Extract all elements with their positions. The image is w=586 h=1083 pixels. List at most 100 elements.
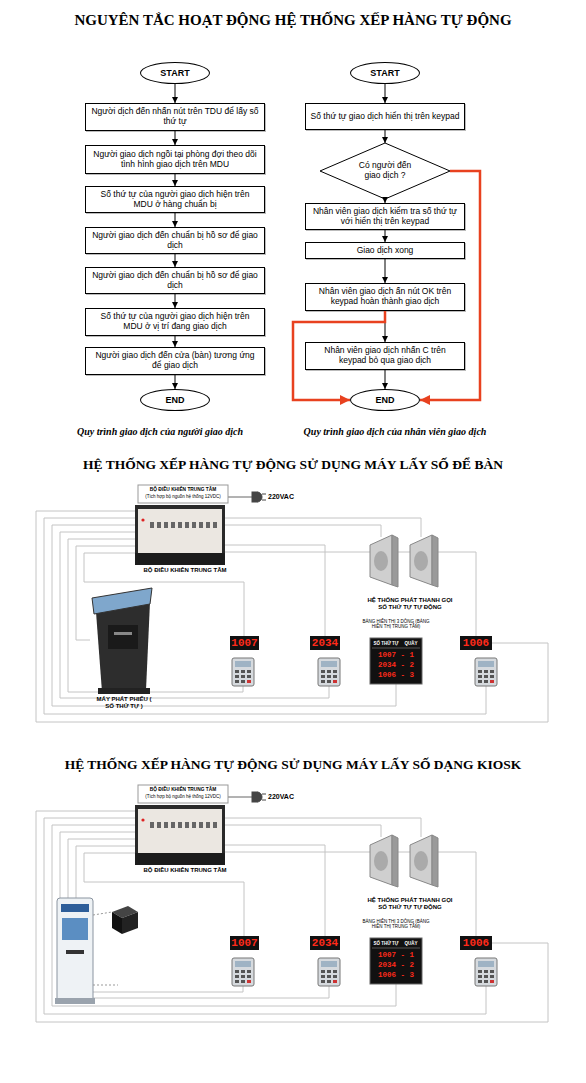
section-heading: HỆ THỐNG XẾP HÀNG TỰ ĐỘNG SỬ DỤNG MÁY LẤ…: [0, 757, 586, 773]
process-box: Người giao dịch đến cửa (bàn) tương ứng …: [85, 347, 265, 375]
ticket-machine: [92, 588, 152, 614]
kiosk: [122, 912, 138, 934]
board-row: 1006 - 3: [372, 671, 420, 680]
column-header: SỐ THỨ TỰ: [371, 641, 401, 646]
decision-diamond: Có người đến giao dịch ?: [320, 143, 450, 199]
ticket-machine: [96, 602, 150, 692]
node-text: Người giao dịch đến chuẩn bị hồ sơ để gi…: [90, 231, 260, 251]
kiosk: [55, 998, 95, 1004]
process-box: Nhân viên giao dịch kiểm tra số thứ tự v…: [305, 203, 465, 230]
flow-arrow: [175, 131, 176, 145]
process-box: Số thứ tự giao dịch hiển thị trên keypad: [305, 103, 465, 130]
ticket-machine: [98, 688, 150, 694]
column-header: QUẦY: [400, 941, 422, 946]
board-row: 1007 - 1: [372, 651, 420, 660]
flow-arrow: [385, 370, 386, 389]
board-row: 1006 - 3: [372, 971, 420, 980]
process-box: Người giao dịch ngồi tại phòng đợi theo …: [85, 145, 265, 174]
terminal-oval: START: [350, 62, 420, 84]
ticket-machine: [92, 588, 152, 694]
column-header: QUẦY: [400, 641, 422, 646]
component-title: BỘ ĐIỀU KHIỂN TRUNG TÂM: [138, 787, 228, 793]
board-row: 2034 - 2: [372, 961, 420, 970]
process-box: Người giao dịch đến chuẩn bị hồ sơ để gi…: [85, 227, 265, 254]
system-b: [36, 785, 548, 1022]
node-text: END: [165, 395, 184, 405]
system-a: [36, 485, 548, 722]
flow-arrow: [175, 375, 176, 389]
board-row: 1007 - 1: [372, 951, 420, 960]
node-text: Số thứ tự của người giao dịch hiện trên …: [90, 312, 260, 332]
process-box: Số thứ tự của người giao dịch hiện trên …: [85, 308, 265, 336]
node-text: END: [375, 395, 394, 405]
column-header: SỐ THỨ TỰ: [371, 941, 401, 946]
power-label: 220VAC: [268, 793, 308, 801]
flow-arrow: [385, 311, 386, 342]
process-box: Giao dịch xong: [305, 242, 465, 259]
node-text: Người dịch đến nhấn nút trên TDU để lấy …: [90, 107, 260, 127]
display-number: 1006: [460, 636, 492, 650]
component-name: BẢNG HIỂN THỊ 3 DÒNG (BẢNG HIỂN THỊ TRUN…: [358, 619, 434, 629]
terminal-oval: END: [140, 389, 210, 411]
component-note: (Tích hợp bộ nguồn hệ thống 12VDC): [138, 794, 228, 799]
component-name: HỆ THỐNG PHÁT THANH GỌI SỐ THỨ TỰ TỰ ĐỘN…: [366, 597, 454, 611]
kiosk: [62, 918, 88, 940]
flow-arrow: [175, 294, 176, 308]
kiosk: [93, 985, 118, 986]
process-box: Người dịch đến nhấn nút trên TDU để lấy …: [85, 103, 265, 131]
process-box: Người giao dịch đến chuẩn bị hồ sơ để gi…: [85, 267, 265, 294]
node-text: START: [370, 68, 399, 78]
flow-arrow: [385, 230, 386, 242]
kiosk: [66, 950, 84, 954]
flow-arrow: [385, 84, 386, 103]
node-text: Có người đến giao dịch ?: [350, 161, 420, 181]
display-number: 1007: [230, 636, 259, 650]
node-text: Giao dịch xong: [357, 246, 414, 256]
ticket-machine: [108, 625, 138, 649]
page-title: NGUYÊN TẮC HOẠT ĐỘNG HỆ THỐNG XẾP HÀNG T…: [0, 12, 586, 29]
terminal-oval: START: [140, 62, 210, 84]
component-name: HỆ THỐNG PHÁT THANH GỌI SỐ THỨ TỰ TỰ ĐỘN…: [366, 897, 454, 911]
kiosk: [55, 898, 138, 1004]
kiosk: [57, 898, 93, 1002]
ticket-machine: [114, 632, 132, 635]
board-row: 2034 - 2: [372, 661, 420, 670]
flow-arrow: [175, 84, 176, 103]
display-number: 2034: [310, 936, 340, 950]
kiosk: [112, 912, 122, 934]
flow-arrow: [175, 254, 176, 267]
display-number: 1006: [460, 936, 492, 950]
display-number: 1007: [230, 936, 259, 950]
process-box: Nhân viên giao dịch nhấn C trên keypad b…: [305, 342, 465, 370]
component-name: BẢNG HIỂN THỊ 3 DÒNG (BẢNG HIỂN THỊ TRUN…: [358, 919, 434, 929]
node-text: Nhân viên giao dịch kiểm tra số thứ tự v…: [310, 207, 460, 227]
process-box: Số thứ tự của người giao dịch hiện trên …: [85, 186, 265, 213]
diamond-outline: [320, 143, 450, 199]
node-text: Người giao dịch ngồi tại phòng đợi theo …: [90, 150, 260, 170]
component-title: BỘ ĐIỀU KHIỂN TRUNG TÂM: [138, 487, 228, 493]
flow-arrow: [385, 259, 386, 283]
component-name: BỘ ĐIỀU KHIỂN TRUNG TÂM: [125, 867, 245, 874]
display-number: 2034: [310, 636, 340, 650]
node-text: START: [160, 68, 189, 78]
component-note: (Tích hợp bộ nguồn hệ thống 12VDC): [138, 494, 228, 499]
flow-arrow: [175, 213, 176, 227]
node-text: Người giao dịch đến cửa (bàn) tương ứng …: [90, 351, 260, 371]
node-text: Người giao dịch đến chuẩn bị hồ sơ để gi…: [90, 271, 260, 291]
kiosk: [61, 904, 89, 912]
process-box: Nhân viên giao dịch ấn nút OK trên keypa…: [305, 283, 465, 311]
node-text: Số thứ tự giao dịch hiển thị trên keypad: [311, 112, 460, 122]
node-text: Nhân viên giao dịch ấn nút OK trên keypa…: [310, 287, 460, 307]
component-name: BỘ ĐIỀU KHIỂN TRUNG TÂM: [125, 567, 245, 574]
section-heading: HỆ THỐNG XẾP HÀNG TỰ ĐỘNG SỬ DỤNG MÁY LẤ…: [0, 457, 586, 473]
flow-arrow: [175, 336, 176, 347]
node-text: Số thứ tự của người giao dịch hiện trên …: [90, 190, 260, 210]
kiosk: [93, 912, 112, 915]
flow-caption: Quy trình giao dịch của người giao dịch: [25, 426, 295, 438]
component-name: MÁY PHÁT PHIẾU ( SỐ THỨ TỰ ): [96, 696, 152, 710]
terminal-oval: END: [350, 389, 420, 411]
flow-caption: Quy trình giao dịch của nhân viên giao d…: [275, 426, 515, 438]
node-text: Nhân viên giao dịch nhấn C trên keypad b…: [310, 346, 460, 366]
power-label: 220VAC: [268, 493, 308, 501]
